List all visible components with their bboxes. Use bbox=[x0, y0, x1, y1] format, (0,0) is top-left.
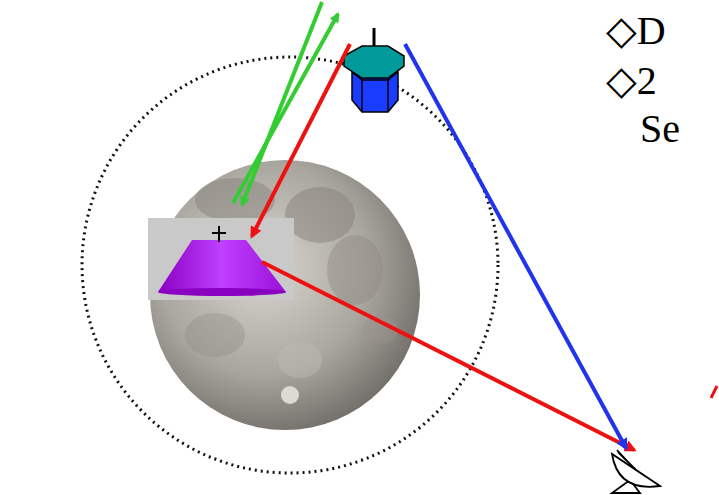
orbit-circle bbox=[82, 57, 498, 473]
side-text: ◇D bbox=[606, 8, 666, 54]
ground-antenna bbox=[612, 450, 660, 493]
side-text: ◇2 bbox=[606, 58, 657, 104]
lunar-lander bbox=[148, 218, 294, 300]
side-text: Se bbox=[640, 106, 680, 152]
red-mark bbox=[711, 386, 717, 398]
relay-arrow bbox=[252, 44, 350, 236]
orbiter-satellite bbox=[344, 28, 404, 112]
lander-link-arrow bbox=[262, 262, 634, 450]
orbiter-link-arrow bbox=[405, 44, 626, 448]
